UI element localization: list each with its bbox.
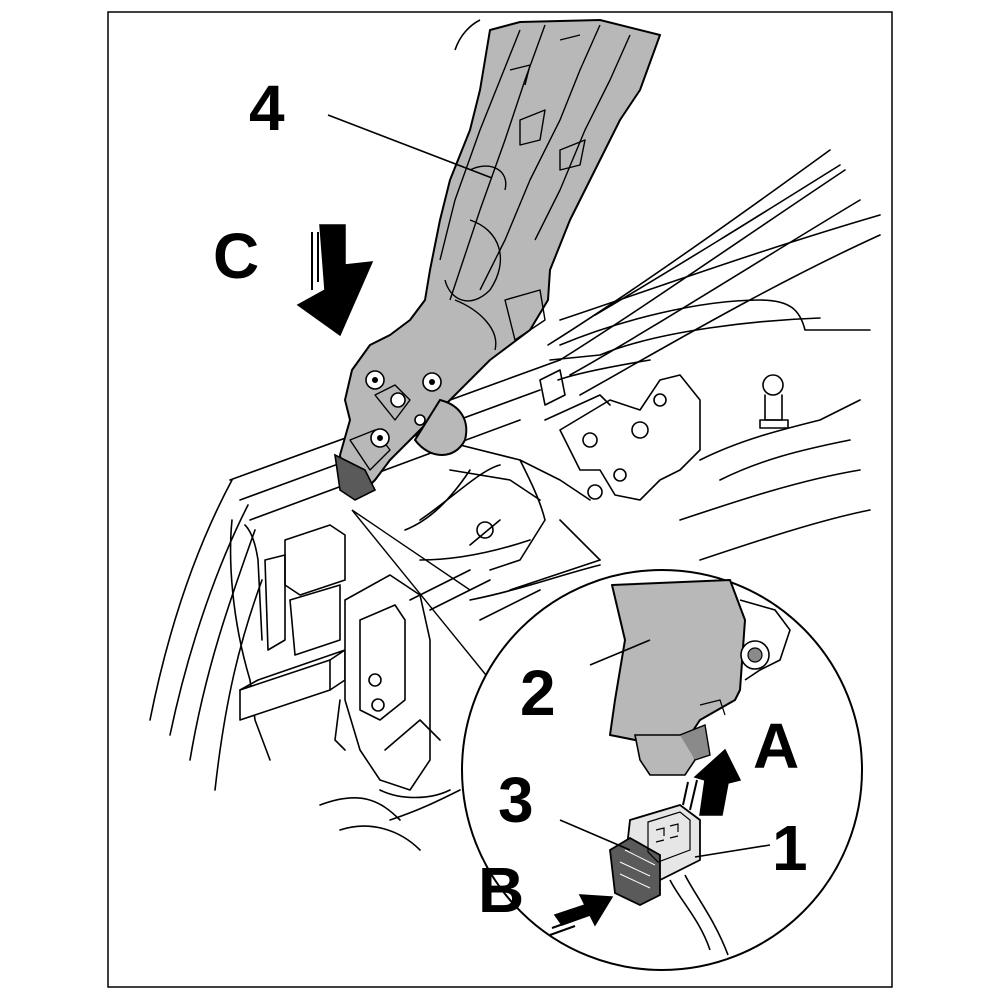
callout-b: B — [478, 854, 524, 926]
arrow-c-push-down — [296, 224, 374, 337]
detail-magnifier — [461, 569, 863, 971]
callout-2: 2 — [520, 657, 556, 729]
callout-a: A — [753, 710, 799, 782]
callout-3: 3 — [498, 764, 534, 836]
callout-leader-lines — [327, 114, 771, 858]
callout-4: 4 — [249, 72, 285, 144]
magnify-leader-lines — [351, 509, 491, 681]
arrow-b-press-right — [549, 894, 614, 936]
hinge-arm-component — [333, 19, 661, 501]
callout-1: 1 — [772, 812, 808, 884]
callout-c: C — [213, 220, 259, 292]
arrow-a-pull-up — [682, 748, 742, 816]
